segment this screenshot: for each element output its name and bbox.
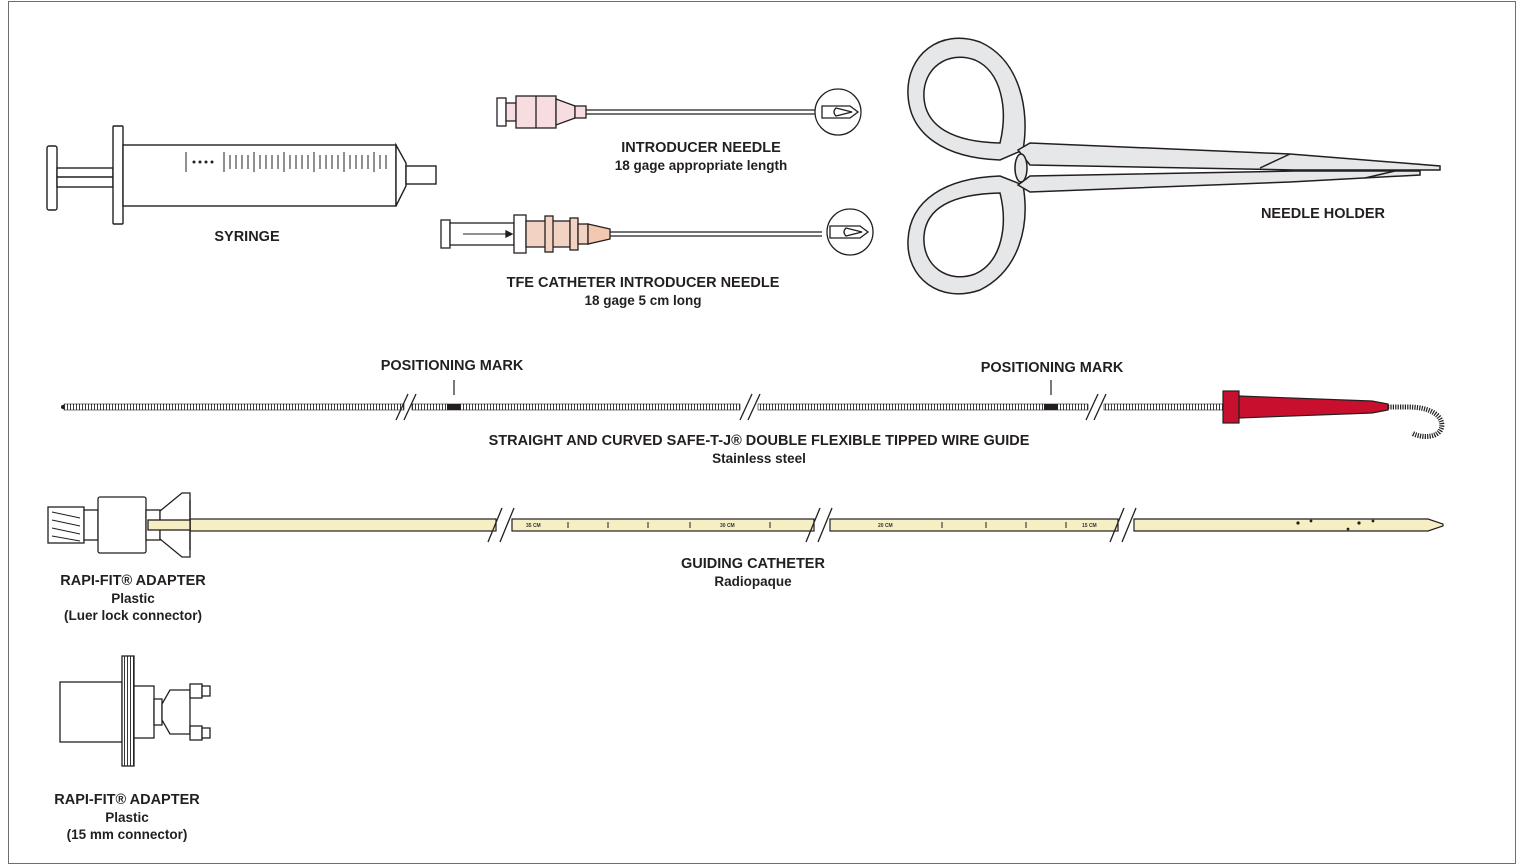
label-introducer-needle: INTRODUCER NEEDLE 18 gage appropriate le… [615,140,788,174]
catheter-break-marks [487,507,1137,543]
catheter-tapered-tip [1133,518,1444,532]
syringe-tip [405,165,437,185]
tfe-catheter-introducer-needle [440,208,874,256]
label-tfe-needle-detail: 18 gage 5 cm long [584,293,702,308]
label-wire-guide-title: STRAIGHT AND CURVED SAFE-T-J® DOUBLE FLE… [488,433,1030,449]
wire-guide-break-marks [395,393,1107,421]
label-adapter-15mm: RAPI-FIT® ADAPTER Plastic (15 mm connect… [54,792,199,843]
syringe-thumb-press [46,145,58,211]
wire-guide [61,380,1445,439]
figure-frame [8,1,1516,864]
label-syringe-title: SYRINGE [214,229,280,245]
label-positioning-mark-right: POSITIONING MARK [981,360,1124,377]
label-introducer-needle-detail: 18 gage appropriate length [614,158,788,173]
guiding-catheter [189,507,1444,543]
catheter-shaft [189,518,497,532]
label-guiding-catheter-detail: Radiopaque [714,574,792,589]
rapi-fit-adapter-luer [47,492,191,558]
label-positioning-mark-left-title: POSITIONING MARK [380,358,524,374]
label-adapter-luer-title: RAPI-FIT® ADAPTER [60,573,206,589]
syringe-tip-cone [395,142,407,207]
adapter-15mm-knurled-ring [121,655,135,767]
wire-guide-positioning-mark-left [447,404,461,410]
label-needle-holder: NEEDLE HOLDER [1261,206,1385,223]
wire-guide-coil-1 [63,403,405,411]
label-wire-guide-detail: Stainless steel [712,451,806,466]
needle-holder-box-lock [1014,153,1028,183]
label-adapter-luer-material: Plastic [111,591,155,606]
adapter-15mm-body [59,681,123,743]
label-adapter-15mm-material: Plastic [105,810,149,825]
label-adapter-luer-detail: (Luer lock connector) [63,608,203,623]
syringe-plunger-flange [112,125,124,225]
tfe-needle-cone [587,223,611,245]
wire-guide-handle [1222,390,1389,424]
label-syringe: SYRINGE [214,229,279,246]
needle-holder-upper-ring [907,37,1026,161]
catheter-mark-15: 15 CM [1082,523,1097,529]
label-guiding-catheter-title: GUIDING CATHETER [681,556,825,572]
label-needle-holder-title: NEEDLE HOLDER [1260,206,1386,222]
needle-holder [907,37,1441,295]
label-adapter-luer: RAPI-FIT® ADAPTER Plastic (Luer lock con… [60,573,205,624]
catheter-mark-20: 20 CM [878,523,893,529]
needle-holder-upper-jaw [1016,142,1441,171]
label-wire-guide: STRAIGHT AND CURVED SAFE-T-J® DOUBLE FLE… [489,433,1030,467]
label-introducer-needle-title: INTRODUCER NEEDLE [621,140,781,156]
adapter-luer-body [97,496,147,554]
introducer-needle [496,88,862,136]
syringe [46,125,437,225]
rapi-fit-adapter-15mm [59,655,211,767]
label-adapter-15mm-detail: (15 mm connector) [66,827,188,842]
label-adapter-15mm-title: RAPI-FIT® ADAPTER [54,792,200,808]
label-guiding-catheter: GUIDING CATHETER Radiopaque [681,556,825,590]
syringe-barrel [122,144,397,207]
label-tfe-needle: TFE CATHETER INTRODUCER NEEDLE 18 gage 5… [507,275,780,309]
syringe-graduations [185,152,387,172]
catheter-mark-30: 30 CM [720,523,735,529]
label-tfe-needle-title: TFE CATHETER INTRODUCER NEEDLE [506,275,780,291]
needle-holder-lower-jaw [1016,170,1421,193]
catheter-mark-35: 35 CM [526,523,541,529]
label-positioning-mark-left: POSITIONING MARK [381,358,524,375]
wire-guide-positioning-mark-right [1044,404,1058,410]
introducer-needle-cap [496,97,507,127]
needle-holder-lower-ring [907,175,1026,295]
wire-guide-j-tip [1388,404,1445,439]
label-positioning-mark-right-title: POSITIONING MARK [980,360,1124,376]
